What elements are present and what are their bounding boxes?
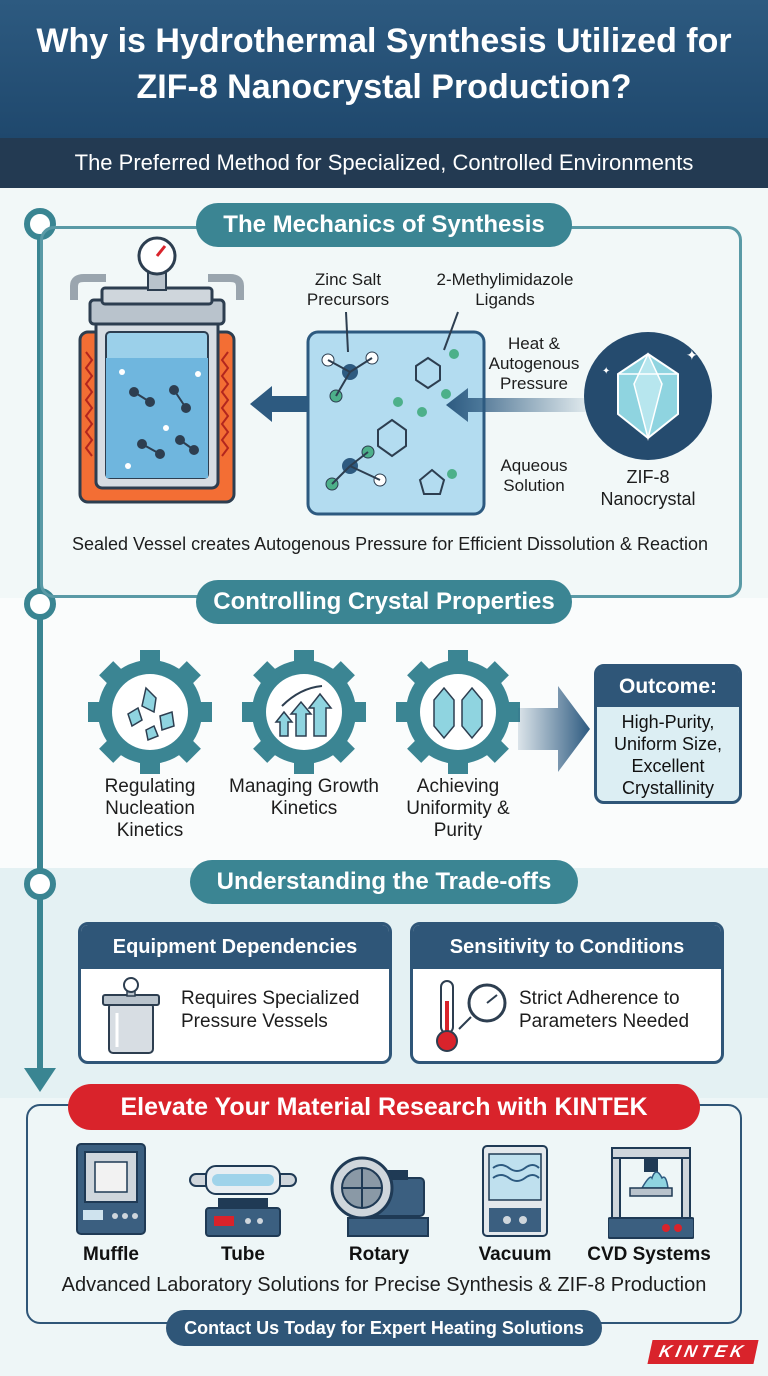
- product-muffle[interactable]: Muffle: [56, 1136, 166, 1266]
- gear-nucleation-icon: [88, 650, 212, 774]
- kintek-logo: KINTEK: [647, 1340, 759, 1364]
- thermometer-gauge-icon: [436, 980, 507, 1052]
- kintek-heading: Elevate Your Material Research with KINT…: [68, 1084, 700, 1130]
- svg-text:✦: ✦: [686, 348, 698, 364]
- product-label-cvd: CVD Systems: [587, 1244, 711, 1265]
- contact-us-button[interactable]: Contact Us Today for Expert Heating Solu…: [166, 1310, 602, 1346]
- card-sensitivity-title: Sensitivity to Conditions: [413, 925, 721, 969]
- svg-text:✦: ✦: [602, 366, 610, 377]
- gear-label-growth: Managing Growth Kinetics: [229, 776, 379, 819]
- card-equipment: Equipment Dependencies Requires Speciali…: [78, 922, 392, 1064]
- timeline-line: [37, 222, 43, 1072]
- product-vacuum[interactable]: Vacuum: [460, 1136, 570, 1266]
- product-label-rotary: Rotary: [348, 1244, 410, 1265]
- product-rotary[interactable]: Rotary: [324, 1136, 434, 1266]
- rotary-furnace-icon: [330, 1156, 429, 1237]
- label-aqueous: Aqueous Solution: [500, 456, 568, 495]
- exchange-double-arrow-icon: [250, 386, 342, 422]
- header-banner: Why is Hydrothermal Synthesis Utilized f…: [0, 0, 768, 138]
- product-label-vacuum: Vacuum: [478, 1244, 552, 1265]
- autoclave-reactor-icon: [70, 236, 244, 504]
- cvd-system-icon: [608, 1147, 694, 1239]
- label-heat-pressure: Heat & Autogenous Pressure: [488, 334, 580, 393]
- product-tube[interactable]: Tube: [188, 1136, 298, 1266]
- outcome-title: Outcome:: [597, 667, 739, 707]
- gear-growth-icon: [242, 650, 366, 774]
- heat-input-arrow-icon: [446, 388, 586, 422]
- card-sensitivity-text: Strict Adherence to Parameters Needed: [519, 988, 690, 1032]
- label-pointer-lines: [345, 311, 459, 353]
- page-title: Why is Hydrothermal Synthesis Utilized f…: [36, 22, 732, 106]
- label-ligands: 2-Methylimidazole Ligands: [436, 270, 574, 309]
- aqueous-solution-box: [306, 330, 486, 516]
- outcome-box: Outcome: High-Purity, Uniform Size, Exce…: [594, 664, 742, 804]
- card-equipment-title: Equipment Dependencies: [81, 925, 389, 969]
- page-subtitle: The Preferred Method for Specialized, Co…: [0, 138, 768, 188]
- product-label-tube: Tube: [221, 1244, 265, 1265]
- product-cvd[interactable]: CVD Systems: [584, 1136, 714, 1266]
- card-equipment-text: Requires Specialized Pressure Vessels: [181, 988, 360, 1032]
- timeline-dot-tradeoffs: [24, 868, 56, 900]
- gear-uniformity-icon: [396, 650, 520, 774]
- outcome-arrow-icon: [518, 686, 590, 772]
- timeline-arrowhead: [24, 1068, 56, 1092]
- label-zif8-crystal: ZIF-8 Nanocrystal: [600, 467, 696, 509]
- tradeoffs-heading: Understanding the Trade-offs: [190, 860, 578, 904]
- mechanics-heading: The Mechanics of Synthesis: [196, 203, 572, 247]
- zif8-crystal-icon: ✦ ✦: [584, 332, 712, 460]
- vacuum-furnace-icon: [482, 1145, 548, 1237]
- kintek-caption: Advanced Laboratory Solutions for Precis…: [61, 1274, 707, 1296]
- tube-furnace-icon: [189, 1165, 297, 1237]
- control-heading: Controlling Crystal Properties: [196, 580, 572, 624]
- muffle-furnace-icon: [76, 1143, 146, 1235]
- outcome-text: High-Purity, Uniform Size, Excellent Cry…: [613, 712, 723, 798]
- mechanics-caption: Sealed Vessel creates Autogenous Pressur…: [71, 534, 709, 554]
- label-zinc-salt: Zinc Salt Precursors: [306, 270, 390, 309]
- pressure-vessel-icon: [102, 977, 160, 1054]
- card-sensitivity: Sensitivity to Conditions Strict Adheren…: [410, 922, 724, 1064]
- gear-label-nucleation: Regulating Nucleation Kinetics: [104, 776, 196, 841]
- product-label-muffle: Muffle: [83, 1244, 139, 1265]
- gear-label-uniformity: Achieving Uniformity & Purity: [406, 776, 510, 841]
